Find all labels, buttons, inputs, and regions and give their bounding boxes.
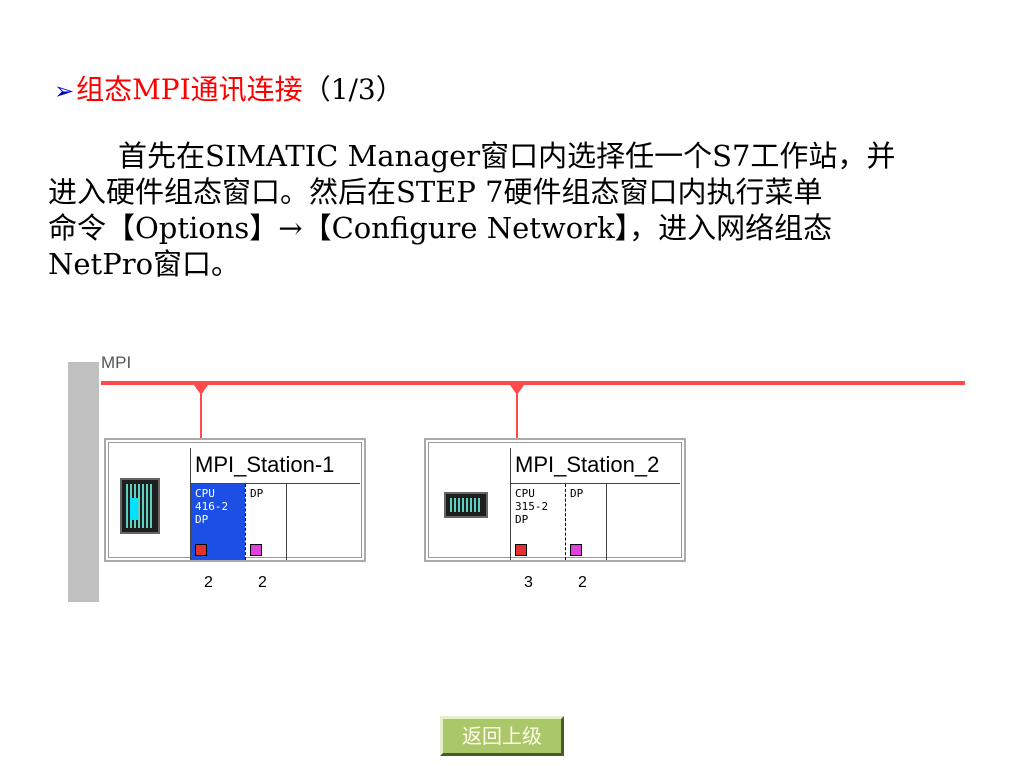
station-mpi-station-2[interactable]: MPI_Station_2 CPU 315-2 DP DP bbox=[424, 438, 686, 562]
cpu-label: CPU 315-2 DP bbox=[515, 487, 549, 526]
station-modules: CPU 416-2 DP DP bbox=[190, 484, 360, 560]
cpu-address: 2 bbox=[204, 574, 213, 591]
station-mpi-station-1[interactable]: MPI_Station-1 CPU 416-2 DP DP bbox=[104, 438, 366, 562]
dp-port-icon[interactable] bbox=[570, 544, 582, 556]
dp-label: DP bbox=[250, 487, 264, 500]
dp-address: 2 bbox=[258, 574, 267, 591]
bus-connection-marker bbox=[194, 385, 208, 395]
station-modules: CPU 315-2 DP DP bbox=[510, 484, 680, 560]
dp-label: DP bbox=[570, 487, 584, 500]
rack-icon bbox=[444, 492, 488, 518]
paragraph-line: 进入硬件组态窗口。然后在STEP 7硬件组态窗口内执行菜单 bbox=[48, 175, 823, 209]
cpu-address: 3 bbox=[524, 574, 533, 591]
paragraph-line: NetPro窗口。 bbox=[48, 247, 241, 281]
back-button[interactable]: 返回上级 bbox=[440, 716, 564, 756]
bus-connection-line bbox=[516, 394, 518, 440]
netpro-network-view: MPI MPI_Station-1 CPU 416-2 DP DP 2 2 MP bbox=[68, 353, 968, 606]
mpi-bus-line[interactable] bbox=[101, 381, 965, 385]
dp-port-icon[interactable] bbox=[250, 544, 262, 556]
paragraph-line: 首先在SIMATIC Manager窗口内选择任一个S7工作站，并 bbox=[118, 139, 896, 173]
slide-title: ➢组态MPI通讯连接（1/3） bbox=[54, 70, 404, 111]
subnet-rail bbox=[68, 362, 99, 602]
dp-module[interactable]: DP bbox=[565, 484, 607, 560]
cpu-label: CPU 416-2 DP bbox=[195, 487, 229, 526]
dp-module[interactable]: DP bbox=[245, 484, 287, 560]
instruction-paragraph: 首先在SIMATIC Manager窗口内选择任一个S7工作站，并 进入硬件组态… bbox=[48, 138, 978, 282]
mpi-port-icon[interactable] bbox=[515, 544, 527, 556]
title-main: 组态MPI通讯连接 bbox=[76, 73, 303, 106]
cpu-module[interactable]: CPU 416-2 DP bbox=[191, 484, 245, 560]
mpi-port-icon[interactable] bbox=[195, 544, 207, 556]
title-part: （1/3） bbox=[302, 73, 404, 106]
mpi-bus-label: MPI bbox=[101, 353, 132, 372]
station-name: MPI_Station_2 bbox=[510, 448, 680, 484]
station-name: MPI_Station-1 bbox=[190, 448, 360, 484]
bus-connection-line bbox=[200, 394, 202, 440]
rack-icon bbox=[120, 478, 160, 534]
cpu-module[interactable]: CPU 315-2 DP bbox=[511, 484, 565, 560]
dp-address: 2 bbox=[578, 574, 587, 591]
bus-connection-marker bbox=[510, 385, 524, 395]
arrow-bullet-icon: ➢ bbox=[54, 77, 75, 105]
paragraph-line: 命令【Options】→【Configure Network】，进入网络组态 bbox=[48, 211, 833, 245]
